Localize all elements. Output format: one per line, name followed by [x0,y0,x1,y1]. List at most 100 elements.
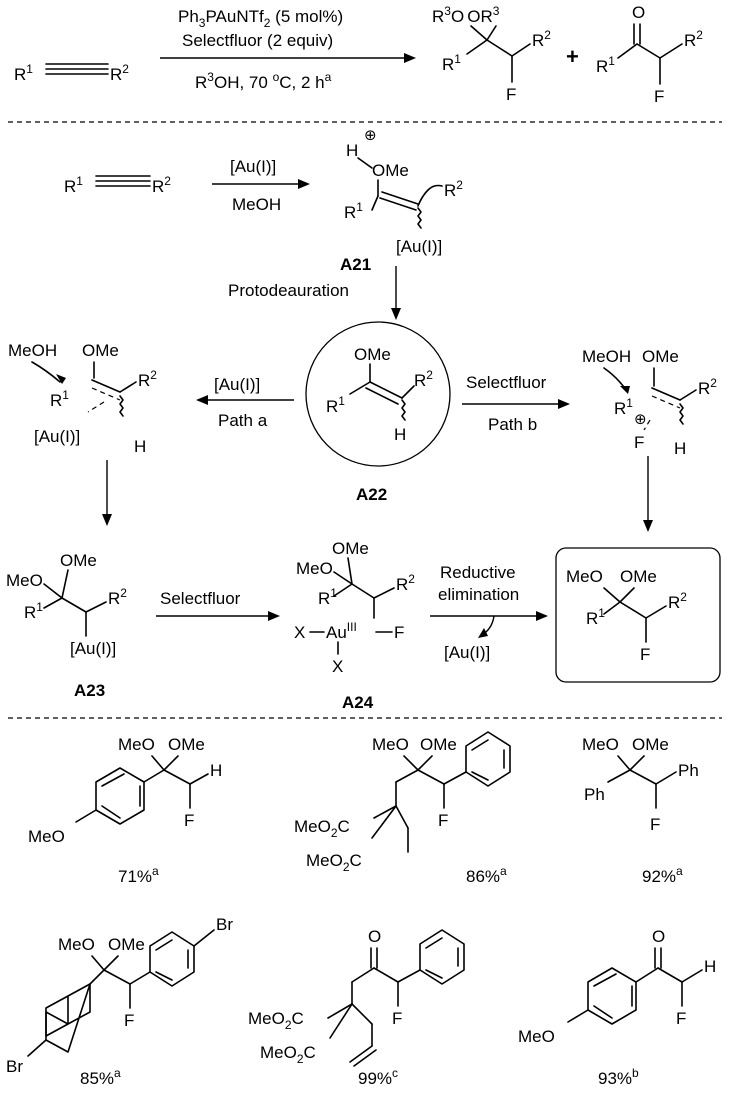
product-6: O H F MeO 93%b [518,927,716,1088]
svg-text:F: F [184,811,194,830]
svg-text:MeO2C: MeO2C [294,817,350,840]
path-a-reagent: [Au(I)] [214,375,260,394]
svg-text:O: O [368,927,381,946]
svg-text:A22: A22 [356,485,387,504]
svg-text:OMe: OMe [82,341,119,360]
svg-text:F: F [640,645,650,664]
general-reaction: R1 R2 Ph3PAuNTf2 (5 mol%) Selectfluor (2… [14,3,703,106]
svg-text:F: F [438,811,448,830]
svg-text:R2: R2 [698,376,717,398]
path-a-label: Path a [218,411,268,430]
svg-text:AuIII: AuIII [326,620,357,642]
product-2-yield: 86%a [466,864,507,886]
condition-oxidant: Selectfluor (2 equiv) [182,31,333,50]
protodeauration-label: Protodeauration [228,281,349,300]
svg-text:OMe: OMe [60,551,97,570]
plus-sign: + [566,44,579,69]
svg-text:R2: R2 [444,178,463,200]
path-b-label: Path b [488,415,537,434]
svg-text:X: X [294,623,305,642]
svg-text:A24: A24 [342,693,374,712]
svg-text:MeO: MeO [372,735,409,754]
svg-text:OMe: OMe [420,735,457,754]
svg-text:R2: R2 [108,586,127,608]
svg-text:R1: R1 [50,388,69,410]
svg-text:MeO2C: MeO2C [260,1043,316,1066]
selectfluor-label: Selectfluor [160,589,241,608]
boxed-product: MeO OMe R1 R2 F [555,547,721,683]
mech-r2: R2 [152,174,171,196]
svg-text:H: H [134,437,146,456]
product-5-yield: 99%c [358,1066,398,1088]
svg-text:H: H [674,439,686,458]
product-1-yield: 71%a [118,864,159,886]
svg-text:MeO2C: MeO2C [248,1009,304,1032]
svg-text:H: H [346,141,358,160]
mech-alkyne [95,175,151,187]
svg-text:X: X [332,657,343,676]
path-a-intermediate: MeOH OMe R1 R2 [Au(I)] H [8,341,157,456]
svg-text:⊕: ⊕ [364,127,377,144]
svg-text:R1: R1 [442,52,461,74]
svg-text:H: H [394,425,406,444]
svg-text:R2: R2 [684,28,703,50]
svg-text:OMe: OMe [332,539,369,558]
svg-text:R2: R2 [138,368,157,390]
ketone-product: O R1 R2 F [596,3,703,106]
reactant-r2: R2 [110,62,129,84]
svg-text:MeOH: MeOH [582,347,631,366]
svg-text:OMe: OMe [108,935,145,954]
svg-text:O: O [652,927,665,946]
elimination-label: elimination [438,585,519,604]
svg-text:F: F [394,623,404,642]
svg-text:OMe: OMe [354,345,391,364]
product-4-yield: 85%a [80,1066,121,1088]
svg-text:R1: R1 [24,600,43,622]
mech-r1: R1 [64,174,83,196]
reactant-r1: R1 [14,62,33,84]
alkyne-triple-bond [45,63,109,75]
product-3-yield: 92%a [642,864,683,886]
svg-text:F: F [654,87,664,106]
svg-text:R2: R2 [396,572,415,594]
svg-text:OMe: OMe [642,347,679,366]
svg-text:OMe: OMe [168,735,205,754]
intermediate-A23: MeO OMe R1 R2 [Au(I)] A23 [6,551,127,700]
svg-text:R1: R1 [344,200,363,222]
step1-reagent: [Au(I)] [230,157,276,176]
svg-text:[Au(I)]: [Au(I)] [34,427,80,446]
svg-text:R1: R1 [326,394,345,416]
svg-text:A23: A23 [74,681,105,700]
svg-text:Ph: Ph [584,785,605,804]
svg-text:F: F [650,815,660,834]
product-6-yield: 93%b [598,1066,639,1088]
svg-text:MeO: MeO [296,559,333,578]
path-b-intermediate: MeOH OMe R1 ⊕ R2 F H [582,347,717,458]
svg-text:R1: R1 [614,396,633,418]
svg-text:F: F [124,1011,134,1030]
product-5: O F MeO2C MeO2C 99%c [248,927,465,1088]
svg-text:R2: R2 [532,28,551,50]
svg-text:A21: A21 [340,255,371,274]
svg-text:[Au(I)]: [Au(I)] [70,639,116,658]
svg-text:R1: R1 [596,54,615,76]
path-b-reagent: Selectfluor [466,373,547,392]
svg-text:F: F [506,85,516,104]
svg-text:R2: R2 [414,368,433,390]
svg-text:F: F [634,433,644,452]
svg-text:MeO: MeO [518,1027,555,1046]
svg-text:MeO2C: MeO2C [306,851,362,874]
released-catalyst: [Au(I)] [444,643,490,662]
intermediate-A24: MeO OMe R1 R2 X AuIII F X A24 [294,539,415,712]
svg-text:H: H [704,957,716,976]
intermediate-A22: OMe R1 R2 H A22 [305,321,451,504]
svg-text:OMe: OMe [372,161,409,180]
svg-text:Br: Br [216,915,233,934]
mechanism: R1 R2 [Au(I)] MeOH H ⊕ OMe R1 R2 [Au(I)]… [6,127,721,712]
svg-text:MeO: MeO [118,735,155,754]
product-3: MeO OMe Ph Ph F 92%a [582,735,699,886]
svg-text:Ph: Ph [678,761,699,780]
